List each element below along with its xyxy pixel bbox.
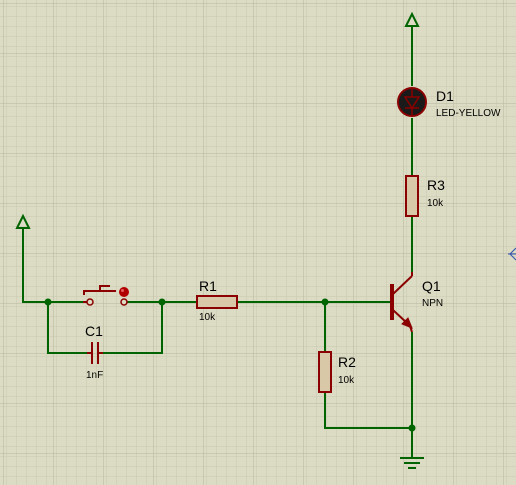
junction-dot: [321, 298, 329, 306]
led-d1[interactable]: D1 LED-YELLOW: [397, 87, 501, 119]
switch-contact-right: [120, 298, 128, 306]
d1-ref-label: D1: [436, 88, 454, 104]
junction-dot: [158, 298, 166, 306]
resistor-r1[interactable]: R1 10k: [196, 278, 238, 323]
capacitor-c1[interactable]: C1 1nF: [85, 323, 103, 381]
q1-value-label: NPN: [422, 298, 443, 309]
power-terminal-top[interactable]: [404, 11, 420, 27]
wire-power-left: [22, 228, 48, 303]
r3-ref-label: R3: [427, 177, 445, 193]
junction-dot: [408, 424, 416, 432]
switch-contact-left: [86, 298, 94, 306]
q1-ref-label: Q1: [422, 278, 441, 294]
power-terminal-left[interactable]: [15, 213, 31, 229]
q1-emitter-arrow-icon: [401, 317, 413, 329]
resistor-r2[interactable]: R2 10k: [318, 351, 356, 393]
transistor-q1[interactable]: Q1 NPN: [390, 272, 443, 333]
r3-value-label: 10k: [427, 198, 444, 209]
wires: [22, 26, 413, 458]
c1-value-label: 1nF: [86, 370, 103, 381]
c1-ref-label: C1: [85, 323, 103, 339]
d1-value-label: LED-YELLOW: [436, 108, 501, 119]
resistor-r3[interactable]: R3 10k: [405, 175, 445, 217]
r1-ref-label: R1: [199, 278, 217, 294]
origin-marker-icon: [508, 247, 516, 261]
r1-value-label: 10k: [199, 312, 216, 323]
junctions: [44, 298, 416, 432]
switch-actuator: [83, 285, 116, 295]
ground-symbol[interactable]: [400, 457, 424, 469]
r2-value-label: 10k: [338, 375, 355, 386]
wire-r2-bottom: [324, 392, 412, 429]
switch-button-icon: [119, 287, 129, 297]
r2-ref-label: R2: [338, 354, 356, 370]
junction-dot: [44, 298, 52, 306]
wire-cap-loop: [47, 302, 163, 354]
pushbutton-switch[interactable]: [83, 285, 129, 306]
q1-collector-lead: [392, 275, 413, 295]
